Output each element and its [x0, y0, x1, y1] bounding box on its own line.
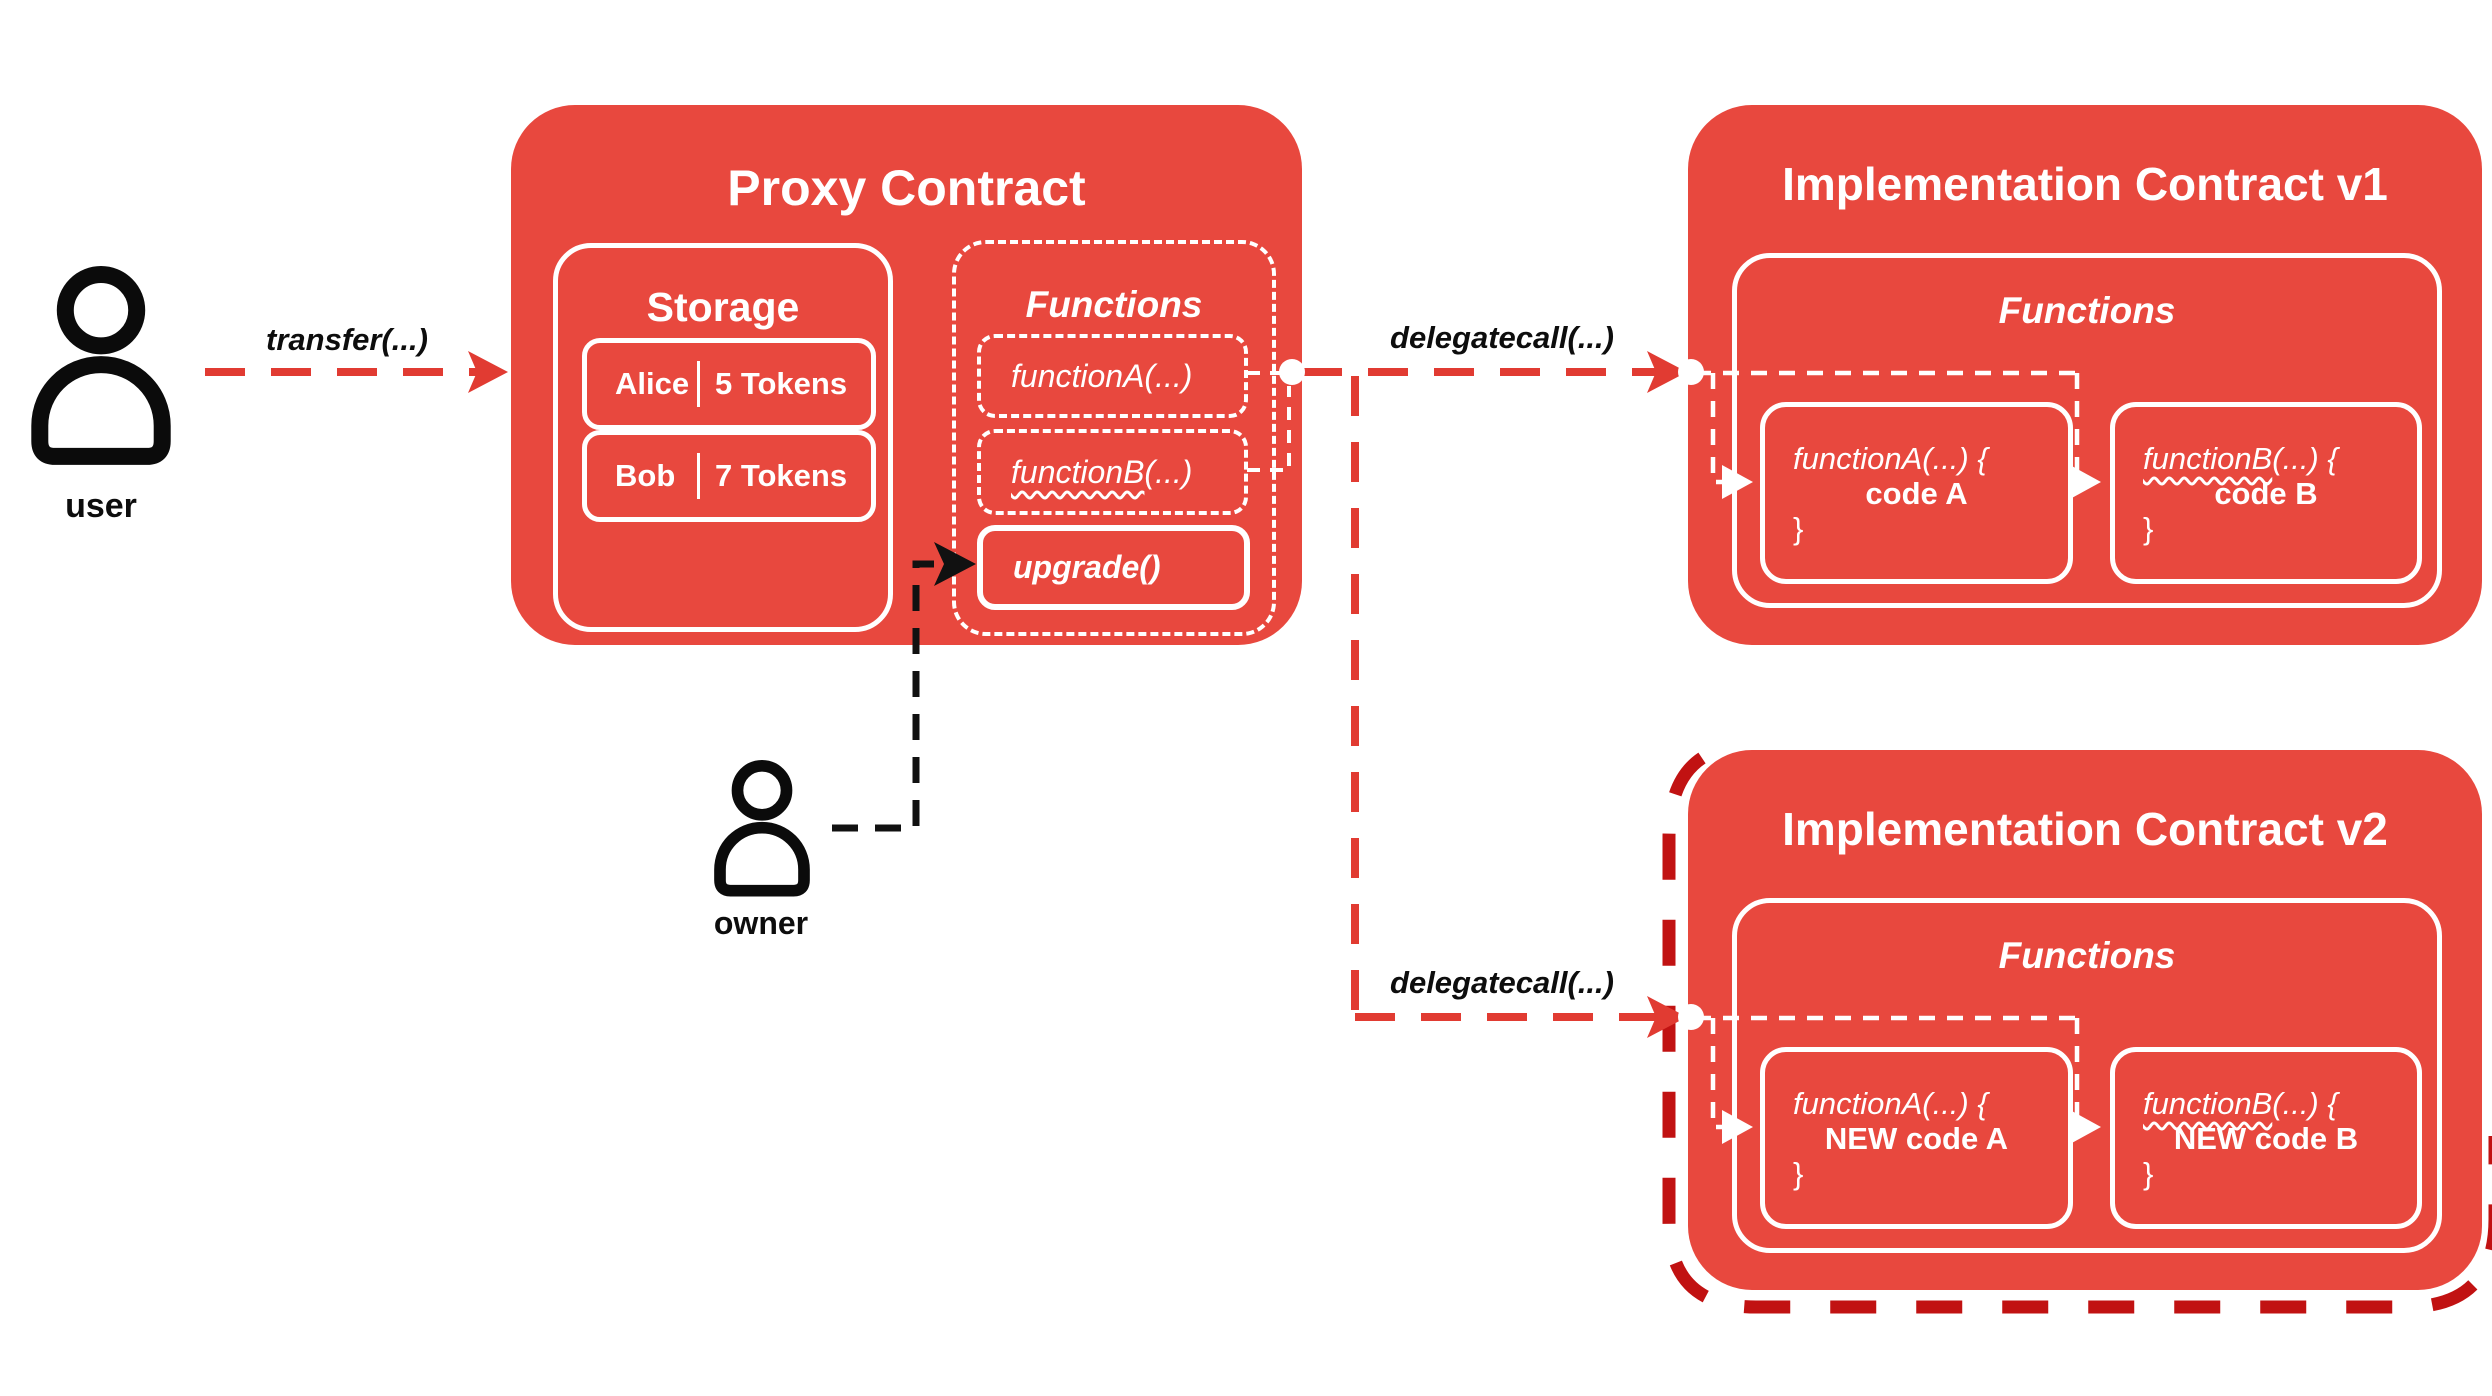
user-label: user	[65, 487, 137, 525]
transfer-label: transfer(...)	[266, 322, 428, 357]
v2-function-a-body: NEW code A	[1824, 1120, 2009, 1156]
storage-row-divider	[697, 361, 700, 407]
proxy-function-b-label: functionB(...)	[1011, 454, 1192, 491]
storage-row-value: 7 Tokens	[715, 458, 848, 493]
implementation-v2-title: Implementation Contract v2	[1782, 803, 2388, 855]
implementation-v1-box: Implementation Contract v1 Functions fun…	[1688, 105, 2482, 645]
v1-function-b: functionB(...) { code B }	[2110, 402, 2422, 584]
proxy-upgrade-label: upgrade()	[1013, 549, 1161, 585]
v2-functions-title: Functions	[1998, 935, 2176, 976]
proxy-functions-title: Functions	[1025, 284, 1203, 325]
storage-row-value: 5 Tokens	[715, 366, 848, 401]
delegatecall-v1-label: delegatecall(...)	[1390, 320, 1614, 355]
v1-function-b-name: functionB	[2143, 440, 2273, 476]
v1-function-b-signature: functionB(...) {	[2143, 441, 2389, 476]
proxy-function-b: functionB(...)	[977, 429, 1248, 515]
v2-function-b: functionB(...) { NEW code B }	[2110, 1047, 2422, 1229]
v1-functions-box: Functions functionA(...) { code A } func…	[1732, 253, 2442, 608]
v1-function-b-args: (...) {	[2272, 440, 2338, 476]
transfer-arrowhead-icon	[468, 351, 508, 393]
proxy-storage-title: Storage	[646, 284, 800, 330]
proxy-upgrade-function: upgrade()	[977, 525, 1250, 610]
implementation-v1-title: Implementation Contract v1	[1782, 158, 2388, 210]
storage-row-divider	[697, 453, 700, 499]
v2-function-b-body: NEW code B	[2173, 1120, 2359, 1156]
proxy-storage-box: Storage Alice 5 Tokens Bob 7 Tokens	[553, 243, 893, 632]
v1-function-a: functionA(...) { code A }	[1760, 402, 2073, 584]
v2-function-a-close: }	[1793, 1155, 1804, 1191]
v1-function-a-body: code A	[1865, 475, 1968, 511]
v2-function-b-close: }	[2143, 1155, 2154, 1191]
implementation-v2-box: Implementation Contract v2 Functions fun…	[1688, 750, 2482, 1290]
delegatecall-v1-arrowhead-icon	[1647, 351, 1687, 393]
delegatecall-v2-arrowhead-icon	[1647, 996, 1687, 1038]
owner-icon	[714, 760, 810, 897]
proxy-contract-box: Proxy Contract Storage Alice 5 Tokens Bo…	[511, 105, 1302, 645]
owner-label: owner	[713, 905, 809, 941]
v1-function-a-close: }	[1793, 510, 1804, 546]
user-icon	[31, 266, 171, 465]
storage-row-name: Bob	[615, 458, 676, 493]
storage-row-bob: Bob 7 Tokens	[582, 430, 876, 522]
v1-functions-title: Functions	[1998, 290, 2176, 331]
v1-function-b-body: code B	[2214, 475, 2318, 511]
v2-function-a-signature: functionA(...) {	[1793, 1085, 1988, 1121]
proxy-function-a-label: functionA(...)	[1011, 357, 1193, 394]
proxy-function-a: functionA(...)	[977, 334, 1248, 418]
v2-function-b-args: (...) {	[2272, 1085, 2338, 1121]
v1-function-b-close: }	[2143, 510, 2154, 546]
storage-row-name: Alice	[615, 366, 690, 401]
proxy-functions-box: Functions functionA(...) functionB(...) …	[952, 240, 1276, 636]
v1-function-a-signature: functionA(...) {	[1793, 440, 1988, 476]
proxy-function-b-args: (...)	[1144, 453, 1193, 490]
proxy-function-b-name: functionB	[1011, 453, 1145, 490]
v2-functions-box: Functions functionA(...) { NEW code A } …	[1732, 898, 2442, 1253]
v2-function-a: functionA(...) { NEW code A }	[1760, 1047, 2073, 1229]
delegatecall-v2-label: delegatecall(...)	[1390, 965, 1614, 1000]
v2-function-b-name: functionB	[2143, 1085, 2273, 1121]
proxy-contract-title: Proxy Contract	[727, 160, 1086, 216]
v2-function-b-signature: functionB(...) {	[2143, 1086, 2389, 1121]
storage-row-alice: Alice 5 Tokens	[582, 338, 876, 430]
